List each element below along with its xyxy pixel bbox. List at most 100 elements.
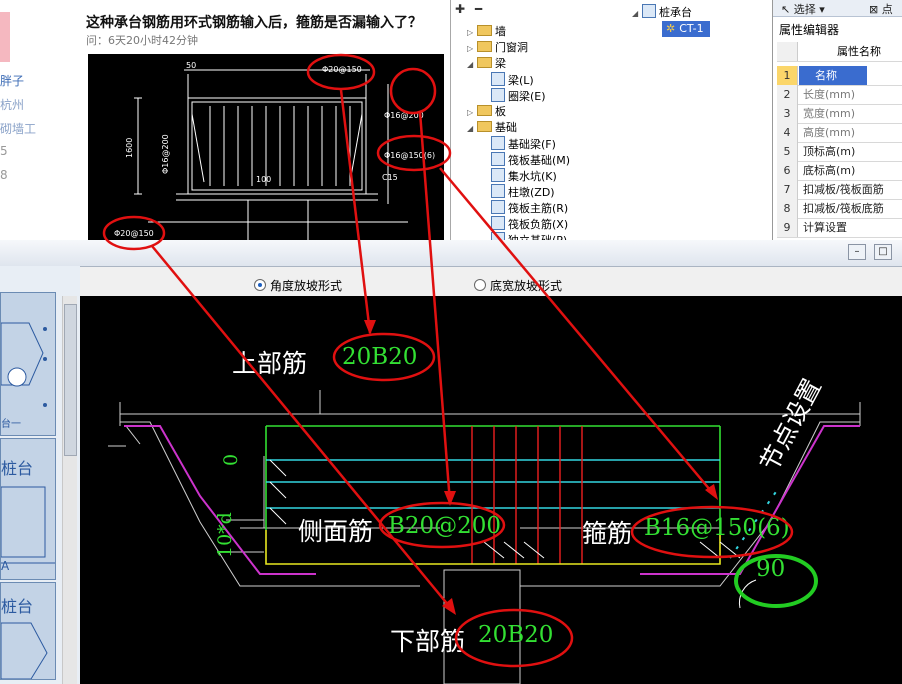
property-row[interactable]: 7 扣减板/筏板面筋 [777,180,902,200]
tree-item[interactable]: ▷墙 [467,24,506,40]
tree-item[interactable]: 圈梁(E) [481,88,546,104]
rebar-diagram-canvas[interactable]: 上部筋 20B20 0 10*d 侧面筋 B20@200 箍筋 B16@150(… [80,296,902,684]
thumbnail-3[interactable]: 桩台 [0,582,56,680]
expand-arrow-icon[interactable]: ▷ [467,28,474,37]
component-icon [491,88,505,102]
rebar-settings-window: – □ 台一 桩台 A 桩台 [0,240,902,684]
folder-icon [477,41,492,52]
cap-outline [187,97,367,195]
tree-item-label: 梁(L) [508,74,534,87]
tree-item[interactable]: ◢基础 [467,120,517,136]
folder-icon [477,105,492,116]
component-icon [491,168,505,182]
thumbnail-3-shape [1,622,48,679]
right-outline [520,421,860,587]
row-number: 3 [777,104,798,123]
attached-drawing[interactable]: 50 Φ20@150 Φ16@200 Φ16@150(6) C15 100 Φ2… [88,54,444,240]
props-title: 属性编辑器 [779,23,840,37]
component-icon [491,152,505,166]
thumbnail-scrollbar[interactable] [62,296,77,684]
tree-item[interactable]: ▷ 门窗洞 [467,40,528,56]
expand-arrow-icon[interactable]: ▷ [467,108,474,117]
row-number: 9 [777,218,798,237]
property-row[interactable]: 9 计算设置 [777,218,902,238]
tree-item-label: 梁 [495,57,506,70]
tree-item[interactable]: ◢梁 [467,56,506,72]
top-bar-value[interactable]: 20B20 [342,344,418,370]
window-titlebar: – □ [0,240,902,267]
user-name[interactable]: 胖子 [0,74,25,88]
tree-item[interactable]: 柱墩(ZD) [481,184,555,200]
tree-item-label: 柱墩(ZD) [508,186,555,199]
tree2-root[interactable]: ◢桩承台 [632,4,692,20]
row-number: 6 [777,161,798,180]
tree-item[interactable]: 基础梁(F) [481,136,556,152]
tree-item-label: 筏板基础(M) [508,154,571,167]
thumbnail-2-label: 桩台 [1,459,34,478]
scrollbar-thumb[interactable] [64,304,77,456]
tree-item-label: 门窗洞 [495,41,528,54]
tree-item[interactable]: 筏板负筋(X) [481,216,568,232]
bottom-bar-value[interactable]: 20B20 [478,622,554,648]
select-button[interactable]: ↖ 选择 ▾ [781,3,825,16]
post-title[interactable]: 这种承台钢筋用环式钢筋输入后，箍筋是否漏输入了？ [86,15,422,31]
user-avatar[interactable] [0,12,10,62]
tree-item-label: 墙 [495,25,506,38]
side-bar-value[interactable]: B20@200 [388,513,502,539]
expand-all-icon[interactable]: ✚ [455,2,466,16]
drawing-height-label: 1600 [125,138,134,158]
angle-arc [738,579,757,609]
collapse-all-icon[interactable]: ━ [474,2,483,16]
property-name: 扣减板/筏板底筋 [803,202,884,215]
left-outline [120,421,420,587]
tree-item[interactable]: 筏板基础(M) [481,152,570,168]
thumbnail-2-sub: A [1,559,10,573]
thumbnail-1[interactable]: 台一 [0,292,56,436]
tree-item[interactable]: 筏板主筋(R) [481,200,568,216]
props-header-row: 属性名称 [777,42,902,62]
drawing-svg: 50 Φ20@150 Φ16@200 Φ16@150(6) C15 100 Φ2… [114,61,435,240]
stirrup-label: 箍筋 [582,519,633,548]
point-button[interactable]: ⊠ 点 [869,3,893,16]
red-stirrups [471,426,583,564]
tree2-item-ct1[interactable]: ✲CT-1 [662,21,710,37]
bottom-width-slope-option[interactable]: 底宽放坡形式 [474,277,562,294]
post-meta: 问：6天20小时42分钟 [86,34,198,47]
drawing-side-left-label: Φ16@200 [161,134,170,174]
stirrup-value[interactable]: B16@150(6) [644,515,790,541]
tree-item[interactable]: 梁(L) [481,72,534,88]
drawing-bottom-bar-label: Φ20@150 [114,229,154,238]
folder-icon [477,25,492,36]
expand-arrow-icon[interactable]: ◢ [467,124,474,133]
gear-icon: ✲ [666,22,676,35]
props-toolbar: ↖ 选择 ▾ ⊠ 点 [773,0,902,17]
tree-item[interactable]: ▷板 [467,104,506,120]
thumbnail-2[interactable]: 桩台 A [0,438,56,580]
maximize-button[interactable]: □ [874,244,892,260]
row-number: 7 [777,180,798,199]
angle-value[interactable]: 90 [756,556,786,582]
property-name: 扣减板/筏板面筋 [803,183,884,196]
tree-item-label: 基础梁(F) [508,138,556,151]
collapse-arrow-icon[interactable]: ◢ [632,9,639,18]
close-icon: ⊠ [869,3,882,16]
property-name: 计算设置 [803,221,847,234]
expand-arrow-icon[interactable]: ◢ [467,60,474,69]
component-icon [491,184,505,198]
angle-slope-option[interactable]: 角度放坡形式 [254,277,342,294]
row-number: 5 [777,142,798,161]
thumbnail-2-shape [1,486,55,564]
minimize-button[interactable]: – [848,244,866,260]
component-icon [491,72,505,86]
property-name: 高度(mm) [803,126,856,139]
tree-item[interactable]: 集水坑(K) [481,168,557,184]
expand-arrow-icon[interactable]: ▷ [467,44,474,53]
